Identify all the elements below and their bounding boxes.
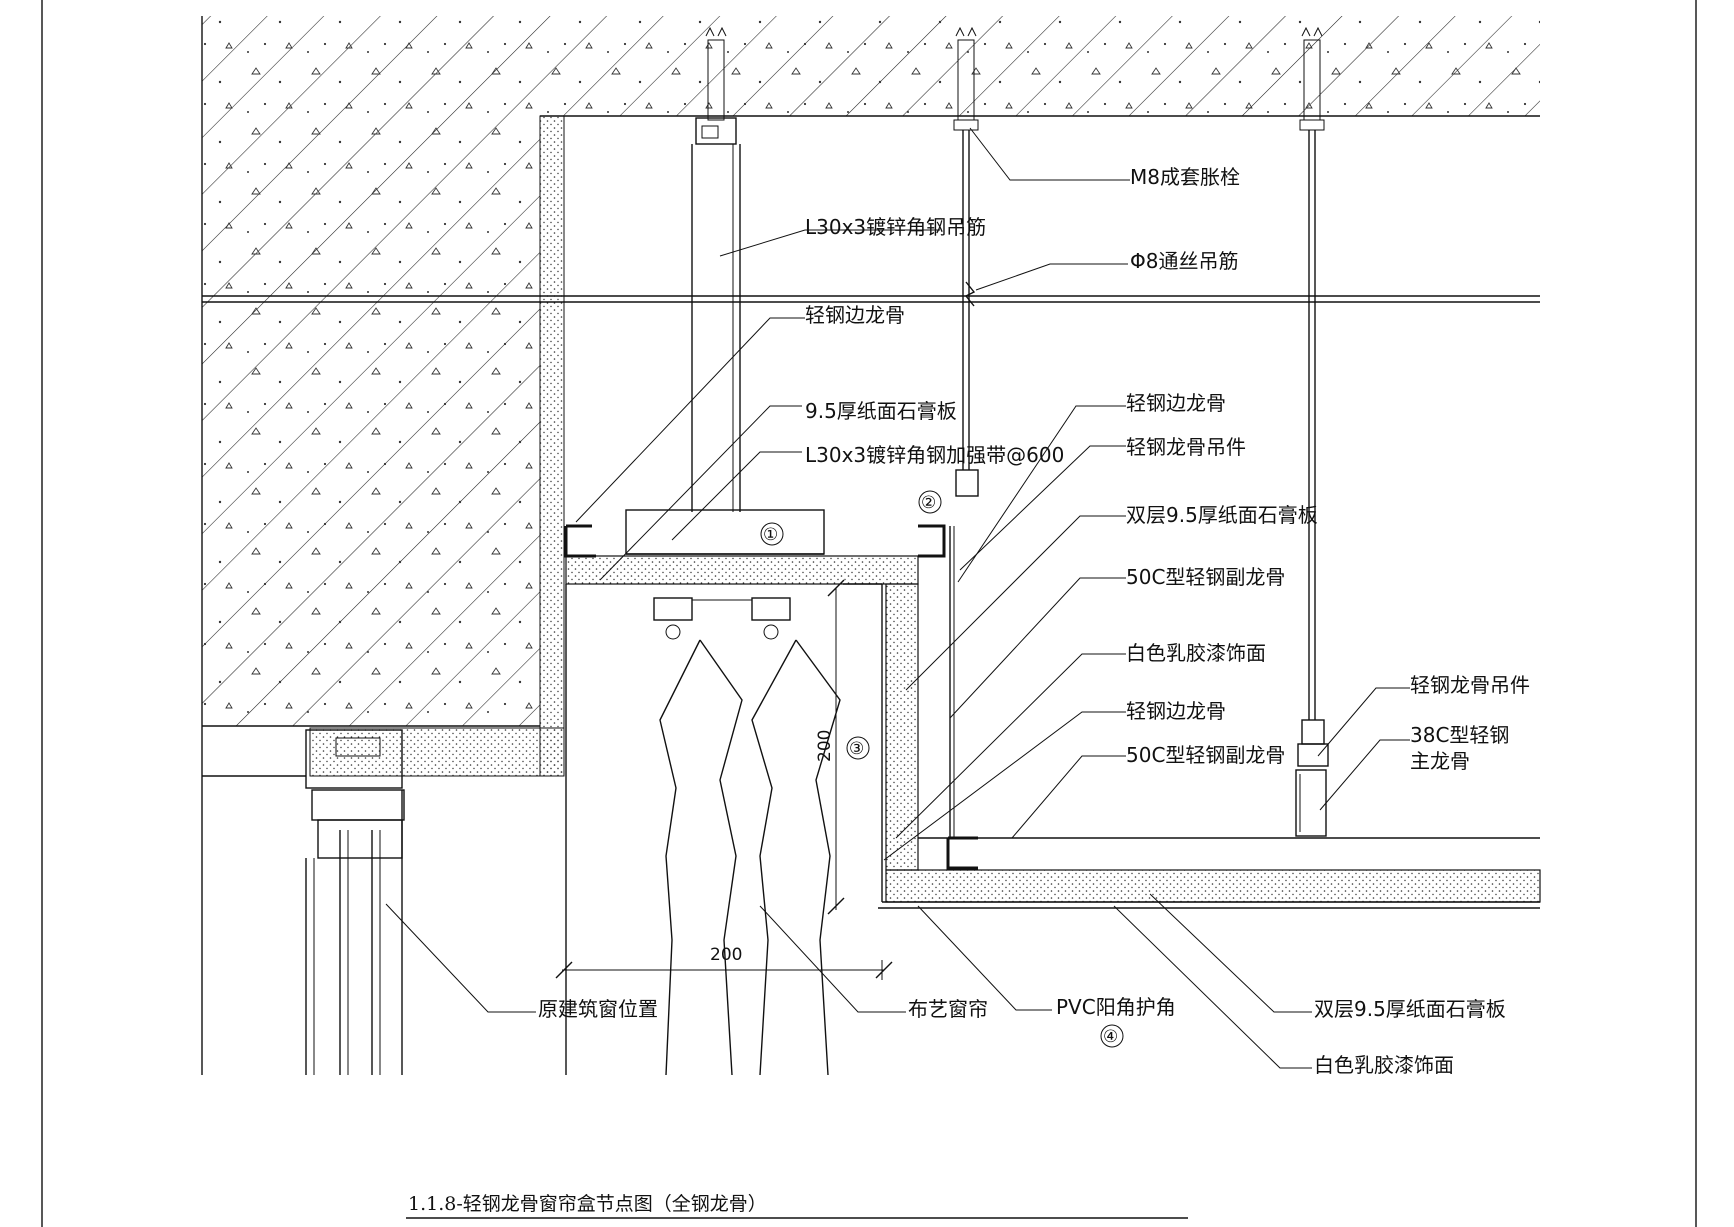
drawing-title: 1.1.8-轻钢龙骨窗帘盒节点图（全钢龙骨） [408, 1193, 767, 1215]
secondary-keel-50c [949, 526, 955, 838]
leader-lines [385, 127, 1410, 1069]
label-pvc-corner: PVC阳角护角 [1056, 995, 1176, 1019]
threaded-rods [955, 130, 1329, 767]
fabric-curtains [659, 639, 841, 1076]
label-latex-paint-upper: 白色乳胶漆饰面 [1126, 641, 1266, 665]
label-gypsum-single: 9.5厚纸面石膏板 [805, 399, 957, 423]
label-gypsum-double-lower: 双层9.5厚纸面石膏板 [1314, 997, 1506, 1021]
label-c50-keel-lower: 50C型轻钢副龙骨 [1126, 743, 1285, 767]
label-c50-keel-upper: 50C型轻钢副龙骨 [1126, 565, 1285, 589]
label-edge-keel-top: 轻钢边龙骨 [805, 303, 905, 327]
marker-2: ② [921, 493, 936, 513]
gypsum-vertical-board [843, 583, 919, 902]
gypsum-top-board [565, 555, 919, 585]
curtain-tracks [653, 597, 791, 640]
anchor-bolt-3 [1299, 26, 1325, 131]
label-angle-hanger: L30x3镀锌角钢吊筋 [805, 215, 986, 239]
concrete-wall [201, 16, 540, 1075]
label-keel-hanger-upper: 轻钢龙骨吊件 [1126, 435, 1246, 459]
marker-1: ① [763, 525, 778, 545]
main-keel-38c [1295, 769, 1327, 837]
label-angle-strip: L30x3镀锌角钢加强带@600 [805, 443, 1064, 467]
anchor-bolts [695, 26, 1325, 145]
label-gypsum-double-upper: 双层9.5厚纸面石膏板 [1126, 503, 1318, 527]
break-line [202, 281, 1540, 307]
wall-plaster [309, 115, 565, 777]
dimension-lines [555, 579, 893, 980]
anchor-bolt-1 [695, 26, 737, 145]
label-edge-keel-lower: 轻钢边龙骨 [1126, 699, 1226, 723]
label-keel-hanger-right: 轻钢龙骨吊件 [1410, 673, 1530, 697]
label-c38-main-keel-line2: 主龙骨 [1410, 749, 1470, 773]
marker-circles [760, 490, 1124, 1048]
marker-3: ③ [849, 739, 864, 759]
angle-steel-hanger [691, 144, 741, 512]
dimension-horizontal: 200 [710, 945, 742, 965]
window-frame [202, 584, 567, 1075]
sheet-border [41, 0, 1697, 1227]
dimension-vertical: 200 [815, 730, 835, 762]
label-window-position: 原建筑窗位置 [538, 997, 658, 1021]
label-c38-main-keel-line1: 38C型轻钢 [1410, 723, 1509, 747]
concrete-slab [202, 16, 1540, 117]
reinforcing-angle-box [625, 509, 825, 555]
marker-4: ④ [1103, 1027, 1118, 1047]
ceiling-gypsum-double [878, 837, 1541, 909]
label-threaded-rod: Φ8通丝吊筋 [1130, 249, 1238, 273]
label-edge-keel-right: 轻钢边龙骨 [1126, 391, 1226, 415]
anchor-bolt-2 [953, 26, 979, 131]
label-latex-paint-lower: 白色乳胶漆饰面 [1314, 1053, 1454, 1077]
label-anchor-bolt: M8成套胀栓 [1130, 165, 1240, 189]
label-fabric-curtain: 布艺窗帘 [908, 997, 988, 1021]
